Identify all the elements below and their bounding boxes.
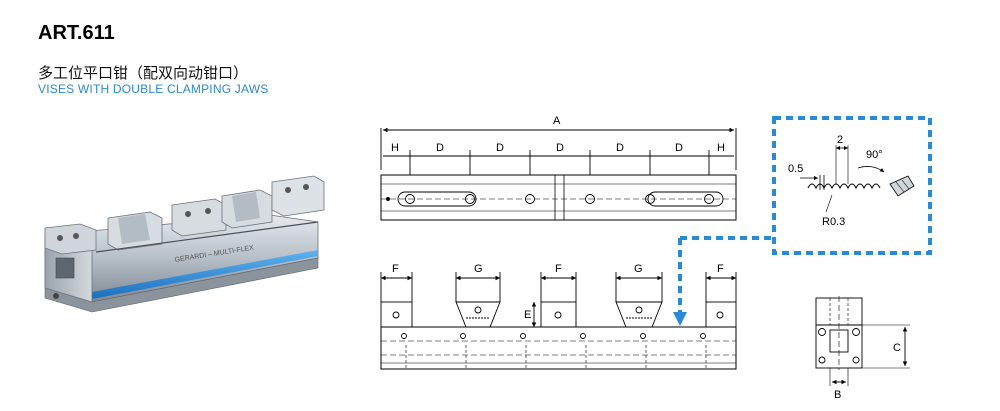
thread-detail-box [673,116,932,326]
dim-d1-label: D [436,142,444,154]
side-view-drawing [380,272,737,370]
product-photo: GERARDI – MULTI-FLEX [44,175,325,313]
dim-d2-label: D [496,142,504,154]
subtitle-english: VISES WITH DOUBLE CLAMPING JAWS [38,82,269,96]
end-view-labels: C B [834,342,901,401]
detail-pitch-label: 2 [837,134,843,146]
dim-d3-label: D [556,142,564,154]
subtitle-chinese: 多工位平口钳（配双向动钳口） [38,64,249,82]
dim-f1-label: F [392,263,399,275]
dim-g1-label: G [474,263,483,275]
dim-d4-label: D [616,142,624,154]
dim-b-label: B [834,389,841,401]
detail-radius-label: R0.3 [822,216,845,228]
dim-e-label: E [524,309,531,321]
dim-f3-label: F [717,263,724,275]
top-view-drawing [380,127,737,221]
dim-c-label: C [893,342,901,354]
dim-d5-label: D [675,142,683,154]
dim-g2-label: G [634,263,643,275]
dim-a-label: A [553,115,561,127]
side-view-labels: F G F G F E [392,263,724,321]
end-view-drawing [815,296,910,386]
page-title: ART.611 [38,22,115,44]
detail-pointer-arrow-icon [673,312,687,326]
dim-h-left-label: H [391,142,399,154]
dim-f2-label: F [555,263,562,275]
detail-labels: 2 90° 0.5 R0.3 [788,134,883,228]
detail-angle-label: 90° [866,149,883,161]
detail-depth-label: 0.5 [788,163,803,175]
tool-tip-icon [889,175,915,197]
top-view-labels: A H D D D D D H [391,115,725,154]
dim-h-right-label: H [717,142,725,154]
